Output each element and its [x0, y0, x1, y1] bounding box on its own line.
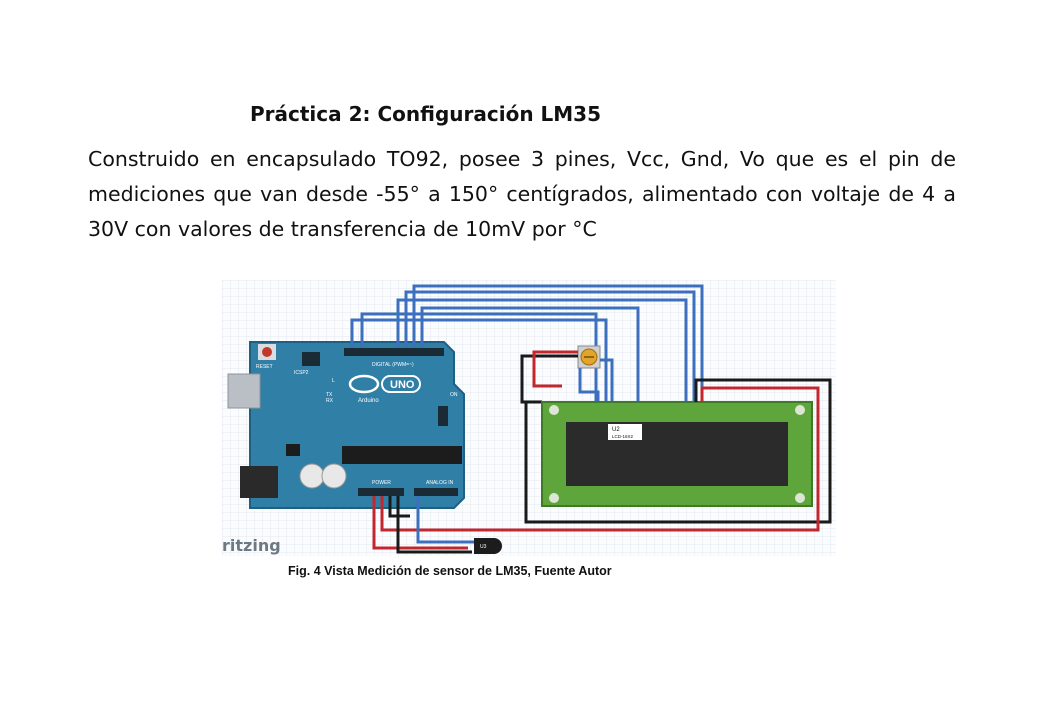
power-jack	[240, 466, 278, 498]
power-header	[358, 488, 404, 496]
pot-wires	[520, 350, 614, 404]
lcd-ref: U2	[612, 427, 620, 433]
led-label-rx: RX	[326, 398, 334, 404]
on-label: ON	[450, 392, 458, 398]
voltage-regulator	[286, 444, 300, 456]
figure-caption: Fig. 4 Vista Medición de sensor de LM35,…	[288, 564, 612, 578]
arduino-logo-left	[348, 374, 380, 394]
potentiometer	[577, 345, 601, 369]
uno-badge	[381, 375, 421, 393]
power-wires	[372, 378, 832, 554]
lcd-label-box	[608, 424, 642, 440]
led-label-l: L	[332, 378, 335, 384]
capacitor-2	[321, 463, 347, 489]
analog-header	[414, 488, 458, 496]
lcd-screen	[566, 422, 788, 486]
usb-connector	[227, 373, 261, 409]
circuit-figure: RESET ICSP2 DIGITAL (PWM=~) UNO Arduino …	[222, 280, 836, 556]
sensor-label: U3	[480, 544, 487, 550]
digital-label: DIGITAL (PWM=~)	[372, 362, 414, 368]
led-label-tx: TX	[326, 392, 333, 398]
circuit-diagram: RESET ICSP2 DIGITAL (PWM=~) UNO Arduino …	[222, 280, 836, 556]
capacitor-1	[299, 463, 325, 489]
atmega-chip	[342, 446, 462, 464]
lm35-sensor: U3	[474, 538, 502, 554]
digital-header	[344, 348, 444, 356]
page-title: Práctica 2: Configuración LM35	[250, 102, 602, 126]
power-label: POWER	[372, 480, 391, 486]
fritzing-watermark: ritzing	[222, 536, 281, 555]
reset-label: RESET	[256, 364, 273, 370]
lcd-model: LCD-16X2	[612, 434, 634, 439]
arduino-brand: Arduino	[358, 398, 379, 404]
arduino-board: RESET ICSP2 DIGITAL (PWM=~) UNO Arduino …	[227, 341, 465, 509]
uno-logo-text: UNO	[390, 379, 415, 391]
icsp2-label: ICSP2	[294, 370, 309, 376]
analog-label: ANALOG IN	[426, 480, 454, 486]
body-paragraph: Construido en encapsulado TO92, posee 3 …	[88, 147, 956, 241]
icsp2-header	[302, 352, 320, 366]
reset-button	[262, 347, 272, 357]
icsp-header	[438, 406, 448, 426]
lcd-module: U2 LCD-16X2	[541, 401, 813, 507]
